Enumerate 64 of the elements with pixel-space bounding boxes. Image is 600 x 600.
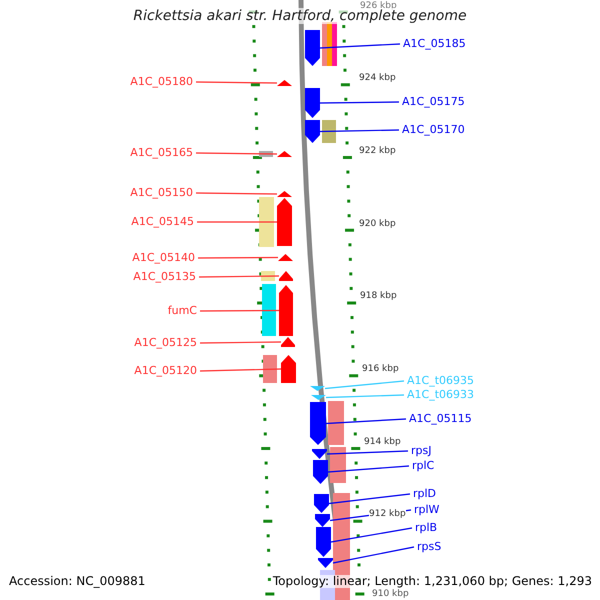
gene-label: A1C_t06933 xyxy=(407,388,474,401)
leader-line xyxy=(198,256,278,259)
gene-pentagon xyxy=(310,402,326,445)
leader-line xyxy=(328,465,410,473)
gene-label: rpsS xyxy=(417,540,442,553)
leader-line xyxy=(200,368,282,372)
footer-text: Accession: NC_009881 xyxy=(9,575,146,588)
scale-label: 914 kbp xyxy=(364,437,401,447)
gene-pentagon xyxy=(281,355,296,383)
gene-pentagon xyxy=(279,271,293,281)
gene-label: A1C_05180 xyxy=(130,75,193,88)
scale-label: 924 kbp xyxy=(359,73,396,83)
leader-line xyxy=(320,43,400,49)
gene-label: A1C_05125 xyxy=(134,336,197,349)
gene-pentagon xyxy=(305,88,320,118)
gene-triangle xyxy=(277,151,292,157)
gene-label: rplC xyxy=(412,459,434,472)
leader-line xyxy=(324,380,404,390)
gene-triangle xyxy=(311,395,326,400)
gene-label: A1C_05135 xyxy=(133,270,196,283)
gene-label: A1C_05165 xyxy=(130,146,193,159)
gene-label: rpsJ xyxy=(411,444,432,457)
gene-label: A1C_05175 xyxy=(402,95,465,108)
scale-label: 920 kbp xyxy=(359,219,396,229)
leader-line xyxy=(330,527,412,543)
leader-line xyxy=(328,493,410,504)
footer-text: Topology: linear; Length: 1,231,060 bp; Genes: 1,293 xyxy=(272,575,592,588)
leader-line xyxy=(200,341,281,344)
gene-triangle xyxy=(277,191,292,197)
gene-label: A1C_05140 xyxy=(132,251,195,264)
leader-line xyxy=(197,221,277,223)
gene-pentagon xyxy=(314,494,329,513)
title: Rickettsia akari str. Hartford, complete genome xyxy=(132,10,468,23)
gene-label: A1C_t06935 xyxy=(407,374,474,387)
gene-pentagon xyxy=(305,120,320,143)
gene-label: rplB xyxy=(415,521,438,534)
leader-line xyxy=(199,275,279,278)
scale-label: 918 kbp xyxy=(360,291,397,301)
scale-label: 922 kbp xyxy=(359,146,396,156)
gene-triangle xyxy=(277,80,292,86)
gene-label: A1C_05145 xyxy=(131,215,194,228)
leader-line xyxy=(326,394,404,398)
leader-line xyxy=(196,81,277,84)
scale-label: 910 kbp xyxy=(372,589,409,599)
gene-label: fumC xyxy=(168,304,197,317)
gene-triangle xyxy=(278,254,293,261)
scale-label: 916 kbp xyxy=(362,364,399,374)
leader-line xyxy=(320,101,399,104)
scale-label: 912 kbp xyxy=(369,509,406,519)
leader-line xyxy=(320,129,400,132)
leader-line xyxy=(326,418,406,424)
gene-label: A1C_05170 xyxy=(402,123,465,136)
leader-line xyxy=(326,450,408,455)
gene-pentagon xyxy=(305,30,320,66)
gene-triangle xyxy=(310,386,325,391)
gene-label: A1C_05115 xyxy=(409,412,472,425)
leader-line xyxy=(332,546,414,564)
gene-label: A1C_05120 xyxy=(134,364,197,377)
gene-label: A1C_05185 xyxy=(403,37,466,50)
gene-label: rplW xyxy=(414,503,440,516)
leader-line xyxy=(196,192,277,195)
gene-label: rplD xyxy=(413,487,436,500)
gene-label: A1C_05150 xyxy=(130,186,193,199)
leader-line xyxy=(200,310,279,312)
